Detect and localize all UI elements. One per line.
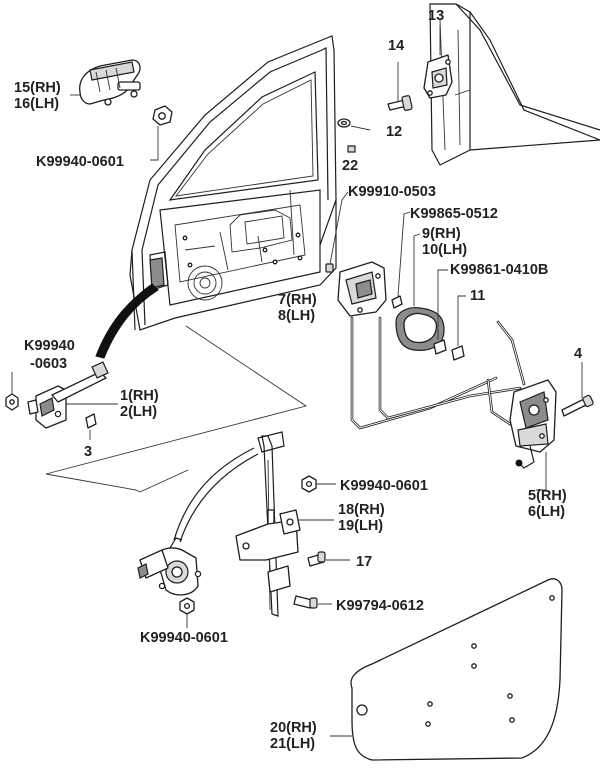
door-trim-panel: [350, 578, 563, 761]
callout-15-rh: 15(RH): [14, 80, 61, 96]
vehicle-body-pillar: [429, 3, 601, 166]
callout-17: 17: [356, 554, 372, 570]
inside-door-handle: [337, 261, 387, 317]
hex-nut-check: [5, 393, 19, 411]
callout-9-rh: 9(RH): [422, 226, 461, 242]
part-number-k99861: K99861-0410B: [450, 262, 548, 278]
part-number-nut-reg-low: K99940-0601: [140, 630, 228, 646]
door-latch-assembly: [509, 379, 557, 469]
callout-10-lh: 10(LH): [422, 242, 467, 258]
callout-3: 3: [84, 444, 92, 460]
callout-7-rh: 7(RH): [278, 292, 317, 308]
screw-k99910: [325, 191, 349, 273]
callout-8-lh: 8(LH): [278, 308, 315, 324]
part-number-nut-reg-top: K99940-0601: [340, 478, 428, 494]
clip-22: [347, 145, 356, 153]
bolt-17: [307, 551, 326, 567]
lock-rods: [350, 316, 526, 430]
screw-k99865: [391, 211, 411, 309]
callout-12: 12: [386, 124, 402, 140]
part-number-nut-check-1: K99940: [24, 338, 75, 354]
door-striker: [423, 54, 453, 99]
part-number-k99794: K99794-0612: [336, 598, 424, 614]
inside-handle-bezel: [395, 307, 445, 351]
window-regulator: [137, 431, 301, 617]
callout-19-lh: 19(LH): [338, 518, 383, 534]
bolt-k99794: [293, 595, 318, 609]
hex-nut-upper: [152, 105, 173, 126]
callout-18-rh: 18(RH): [338, 502, 385, 518]
callout-2-lh: 2(LH): [120, 404, 157, 420]
part-number-nut-upper: K99940-0601: [36, 154, 124, 170]
outside-door-handle: [79, 59, 141, 106]
hex-nut-regulator-low: [179, 597, 195, 615]
callout-5-rh: 5(RH): [528, 488, 567, 504]
callout-13: 13: [428, 8, 444, 24]
callout-1-rh: 1(RH): [120, 388, 159, 404]
callout-11: 11: [470, 288, 485, 304]
screw-k99861: [433, 269, 448, 355]
leader-5-6: [536, 452, 547, 491]
callout-14: 14: [388, 38, 404, 54]
reference-lines: [45, 325, 308, 493]
screw-cap-11: [451, 295, 466, 361]
part-number-k99910: K99910-0503: [348, 184, 436, 200]
callout-4: 4: [574, 346, 582, 362]
leader-12: [350, 125, 371, 131]
door-check-link: [27, 361, 109, 429]
check-bolt-3: [85, 413, 97, 440]
leader-9-10: [413, 233, 421, 306]
callout-20-rh: 20(RH): [270, 720, 317, 736]
part-number-nut-check-2: -0603: [30, 356, 67, 372]
latch-screw-4: [561, 362, 594, 417]
washer-12: [337, 118, 351, 128]
front-door-frame: [95, 35, 337, 359]
callout-16-lh: 16(LH): [14, 96, 59, 112]
striker-screw: [387, 62, 413, 111]
leader-nut-upper: [150, 126, 159, 161]
callout-22: 22: [342, 158, 358, 174]
callout-21-lh: 21(LH): [270, 736, 315, 752]
hex-nut-regulator-top: [301, 475, 317, 493]
callout-6-lh: 6(LH): [528, 504, 565, 520]
part-number-k99865: K99865-0512: [410, 206, 498, 222]
